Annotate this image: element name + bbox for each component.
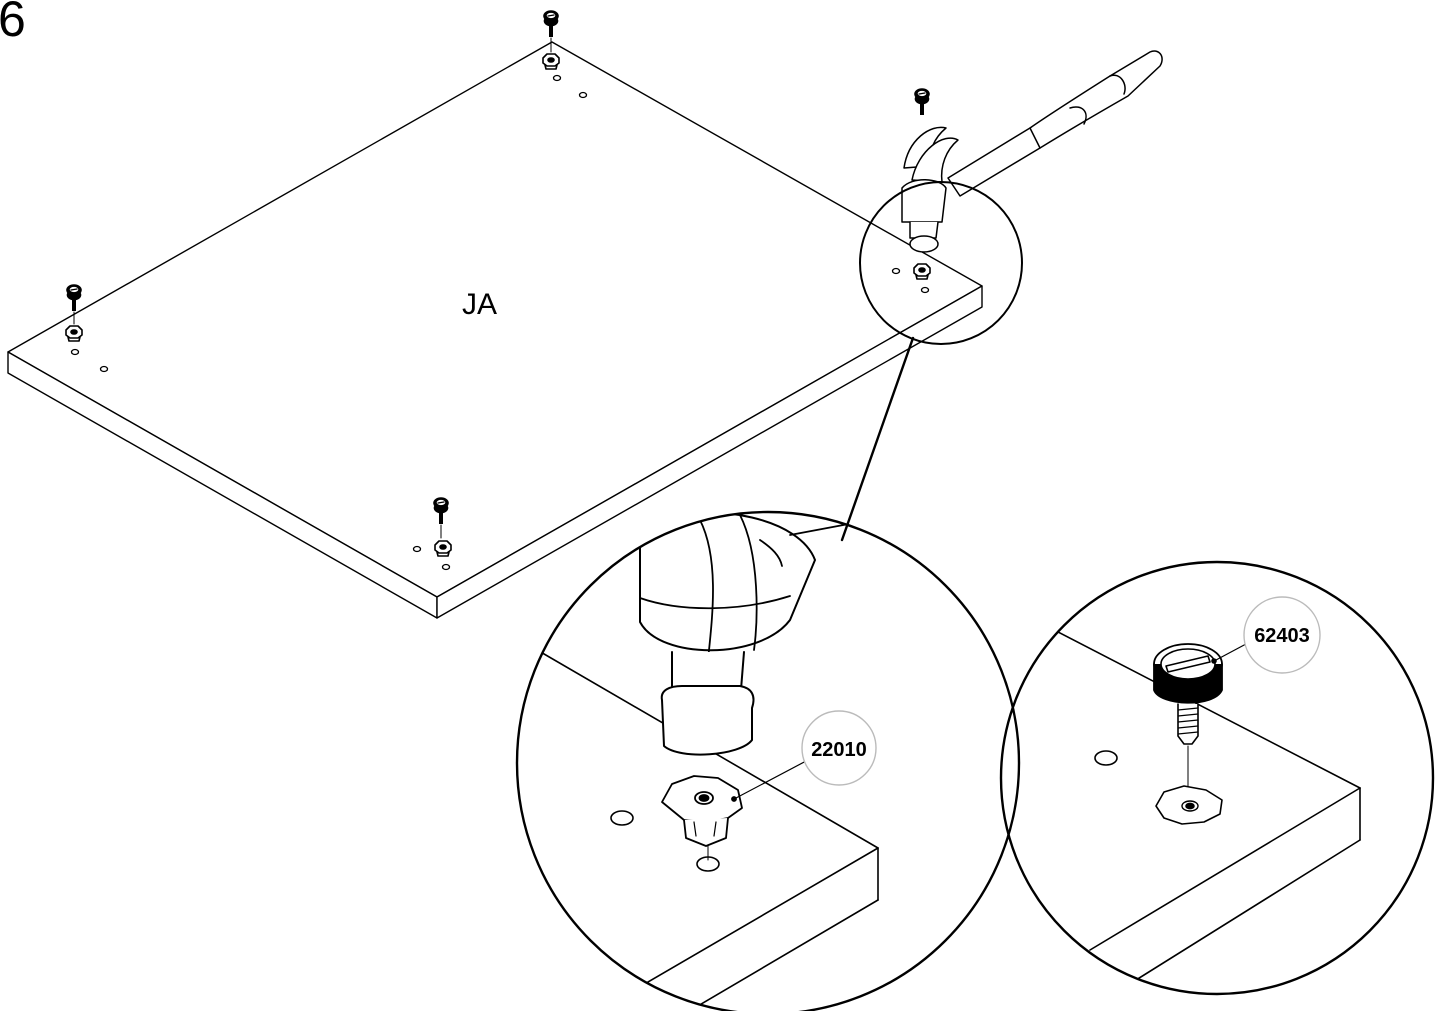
panel-holes: [70, 74, 930, 571]
zoom-circle-small: [859, 181, 1023, 345]
step-number: 6: [0, 0, 26, 47]
part-id-62403: 62403: [1254, 625, 1310, 647]
tee-nut-icon: [661, 775, 743, 847]
zoom-leader: [840, 336, 915, 542]
corner-glide-left: [65, 284, 83, 342]
panel-label: JA: [462, 288, 498, 321]
glide-screw-icon: [1153, 643, 1223, 745]
hammer-icon: [901, 50, 1163, 253]
corner-glide-front: [433, 497, 452, 557]
part-id-22010: 22010: [811, 739, 867, 761]
detail-circle-glide-screw: [999, 560, 1435, 996]
corner-glide-top: [542, 10, 560, 70]
part-callout-22010: 22010: [801, 710, 877, 786]
part-callout-62403: 62403: [1243, 596, 1321, 674]
panel-ja: [7, 41, 983, 619]
detail-circle-tee-nut: [515, 510, 1021, 1011]
